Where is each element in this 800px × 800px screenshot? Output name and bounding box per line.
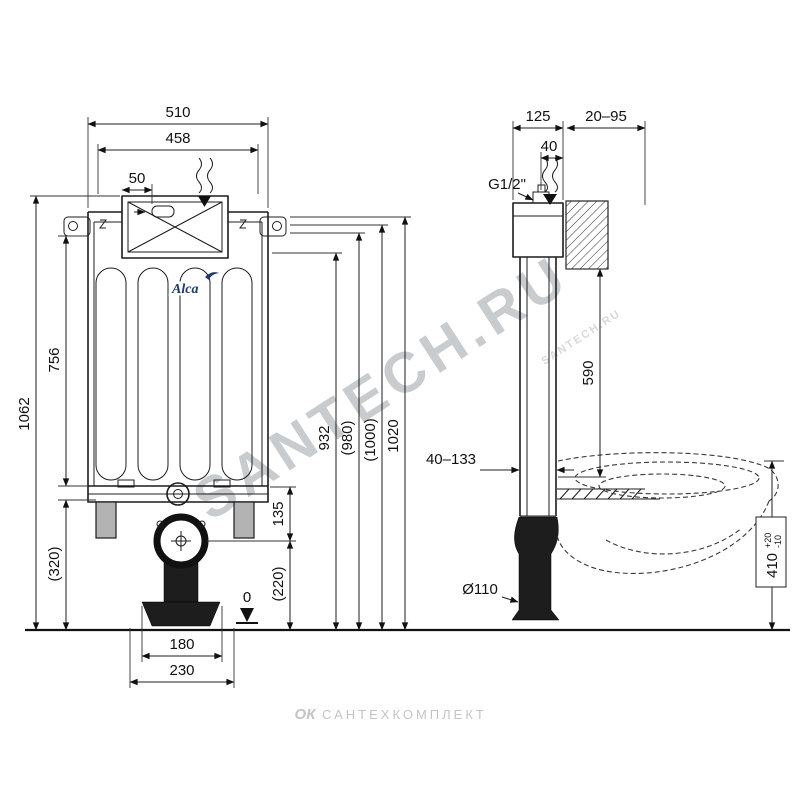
dim-932-group: 932: [272, 252, 342, 631]
dim-510: 510: [165, 104, 190, 121]
dim-180: 180: [169, 636, 194, 653]
dim-320: (320): [46, 546, 63, 581]
dim-410: 410: [764, 553, 781, 578]
dim-410-tol-plus: +20: [763, 533, 773, 548]
dim-980-group: (980): [290, 232, 365, 631]
dim-1000: (1000): [362, 418, 379, 461]
fixing-mark-left: [99, 219, 107, 229]
drain-pipe-side: [511, 516, 560, 621]
dim-220-group: (220): [270, 540, 294, 631]
brand-logo-text: Alca: [171, 282, 198, 297]
dim-410-box: [755, 516, 787, 588]
lower-rail: [87, 479, 269, 506]
frame-columns: [95, 267, 253, 481]
dim-458: 458: [165, 130, 190, 147]
dim-756-group: 756: [46, 235, 88, 487]
dim-230: 230: [169, 662, 194, 679]
cistern-tank: [121, 195, 229, 259]
dim-50: 50: [129, 170, 146, 187]
dim-50-group: 50: [121, 170, 153, 204]
bird-icon: [205, 272, 219, 280]
dim-40-133-group: 40–133: [426, 451, 574, 474]
dim-20-95-group: 20–95: [566, 108, 646, 205]
floor-zero-marker: 0: [236, 589, 258, 624]
watermark-diagonal: SANTECH.RU SANTECH.RU: [182, 243, 623, 533]
dim-1020: 1020: [385, 419, 402, 452]
dim-510-group: 510: [87, 104, 269, 208]
dim-980: (980): [339, 420, 356, 455]
dim-d110: Ø110: [462, 581, 498, 598]
watermark-text-small: SANTECH.RU: [539, 307, 623, 367]
dim-1000-group: (1000): [290, 224, 388, 631]
dim-135-group: 135: [207, 486, 296, 542]
wall-spacer-block: [565, 200, 609, 270]
dim-40-133: 40–133: [426, 451, 476, 468]
dim-1020-group: 1020: [290, 216, 411, 631]
dim-932: 932: [316, 425, 333, 450]
dim-20-95: 20–95: [585, 108, 627, 125]
frame-channel: [519, 256, 557, 517]
dim-590: 590: [580, 360, 597, 385]
dim-458-group: 458: [97, 130, 259, 194]
brand-logo: Alca: [169, 272, 219, 300]
footer-watermark: ОК САНТЕХКОМПЛЕКТ: [295, 706, 487, 723]
dim-756: 756: [46, 347, 63, 372]
side-view: 125 40 20–95 G1/2" 590 40–133: [426, 108, 787, 631]
dim-135: 135: [270, 501, 287, 526]
thread-label-group: G1/2": [488, 176, 534, 201]
dim-125-group: 125: [512, 108, 564, 200]
dim-220: (220): [270, 566, 287, 601]
dim-40-group: 40: [540, 138, 564, 190]
dim-1062-group: 1062: [16, 195, 120, 631]
dim-40: 40: [541, 138, 558, 155]
footer-logo: ОК: [295, 706, 318, 723]
fixing-mark-right: [239, 219, 247, 229]
dim-410-group: 410 +20 -10: [755, 460, 787, 631]
water-inlet-icon: [196, 157, 213, 207]
dim-zero: 0: [243, 589, 251, 606]
footer-text: САНТЕХКОМПЛЕКТ: [322, 707, 487, 722]
dim-125: 125: [525, 108, 550, 125]
wc-bowl-outline: [556, 452, 779, 574]
flush-window: [151, 205, 175, 218]
thread-label: G1/2": [488, 176, 526, 193]
dim-410-tol-minus: -10: [773, 535, 783, 548]
foot-right: [233, 501, 255, 539]
frame-body: [87, 211, 269, 486]
drain-pipe-front: [141, 513, 221, 627]
dim-320-group: (320): [46, 499, 96, 631]
foot-left: [95, 501, 117, 539]
water-inlet-icon-side: [542, 157, 558, 205]
dim-1062: 1062: [16, 397, 33, 430]
pipe-diameter-group: Ø110: [462, 581, 519, 603]
dim-590-group: 590: [558, 268, 606, 478]
dim-230-group: 230: [129, 628, 235, 688]
dim-180-group: 180: [141, 606, 223, 662]
front-view: Alca: [16, 104, 411, 688]
